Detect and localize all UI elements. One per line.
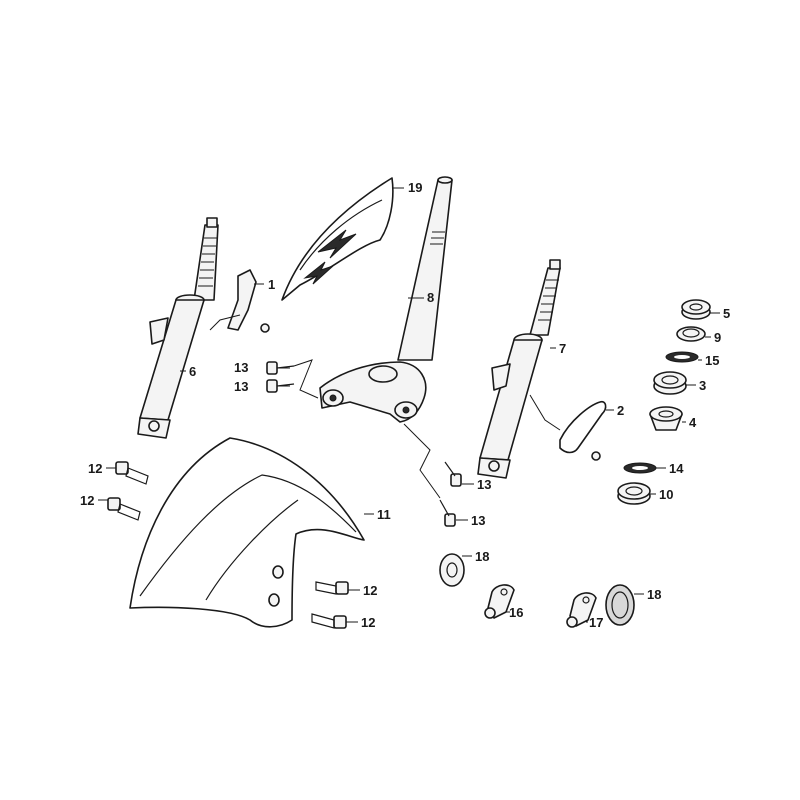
callout-labels: 19 1 8 6 7 13 13 2 5 9 15 3 4 14 10 13 1… xyxy=(80,180,730,630)
part-2-clip xyxy=(529,394,607,461)
callout-8: 8 xyxy=(427,290,434,305)
callout-11: 11 xyxy=(377,507,391,522)
callout-18: 18 xyxy=(647,587,661,602)
callout-12: 12 xyxy=(88,461,102,476)
callout-15: 15 xyxy=(705,353,719,368)
part-12-bolt-a xyxy=(115,461,149,485)
callout-3: 3 xyxy=(699,378,706,393)
callout-12: 12 xyxy=(361,615,375,630)
callout-1: 1 xyxy=(268,277,275,292)
callout-18: 18 xyxy=(475,549,489,564)
callout-17: 17 xyxy=(589,615,603,630)
part-14-bearing-balls xyxy=(623,462,657,474)
part-11-front-fender xyxy=(129,437,365,628)
callout-13: 13 xyxy=(234,379,248,394)
part-18-reflector-left xyxy=(439,553,465,587)
part-9-washer xyxy=(676,326,706,342)
part-4-cone xyxy=(649,406,683,431)
part-13-bolt-b xyxy=(266,379,295,393)
callout-19: 19 xyxy=(408,180,422,195)
part-15-bearing-balls xyxy=(665,351,699,363)
callout-13: 13 xyxy=(471,513,485,528)
callout-16: 16 xyxy=(509,605,523,620)
part-12-bolt-d xyxy=(311,613,347,629)
part-3-race xyxy=(653,371,687,395)
callout-4: 4 xyxy=(689,415,697,430)
callout-13: 13 xyxy=(477,477,491,492)
callout-7: 7 xyxy=(559,341,566,356)
callout-12: 12 xyxy=(80,493,94,508)
leader-lines xyxy=(98,187,720,623)
part-17-bracket xyxy=(566,592,597,628)
part-1-bracket xyxy=(209,269,270,333)
part-13-bolt-c xyxy=(444,461,462,487)
part-12-bolt-c xyxy=(315,581,349,595)
callout-14: 14 xyxy=(669,461,684,476)
leader-13-ab xyxy=(293,359,319,399)
part-18-reflector-right xyxy=(605,584,635,626)
callout-2: 2 xyxy=(617,403,624,418)
callout-9: 9 xyxy=(714,330,721,345)
callout-10: 10 xyxy=(659,487,673,502)
part-16-bracket xyxy=(484,584,515,619)
callout-6: 6 xyxy=(189,364,196,379)
callout-13: 13 xyxy=(234,360,248,375)
part-6-left-fork-leg xyxy=(137,217,219,439)
part-5-nut xyxy=(681,299,711,320)
part-19-decal xyxy=(281,177,394,301)
callout-5: 5 xyxy=(723,306,730,321)
part-12-bolt-b xyxy=(107,497,141,521)
part-8-steering-stem xyxy=(319,176,453,423)
part-13-bolt-d xyxy=(439,499,456,527)
leader-13-cd xyxy=(403,423,441,499)
callout-12: 12 xyxy=(363,583,377,598)
part-7-right-fork-leg xyxy=(477,259,561,479)
part-10-race xyxy=(617,482,651,505)
